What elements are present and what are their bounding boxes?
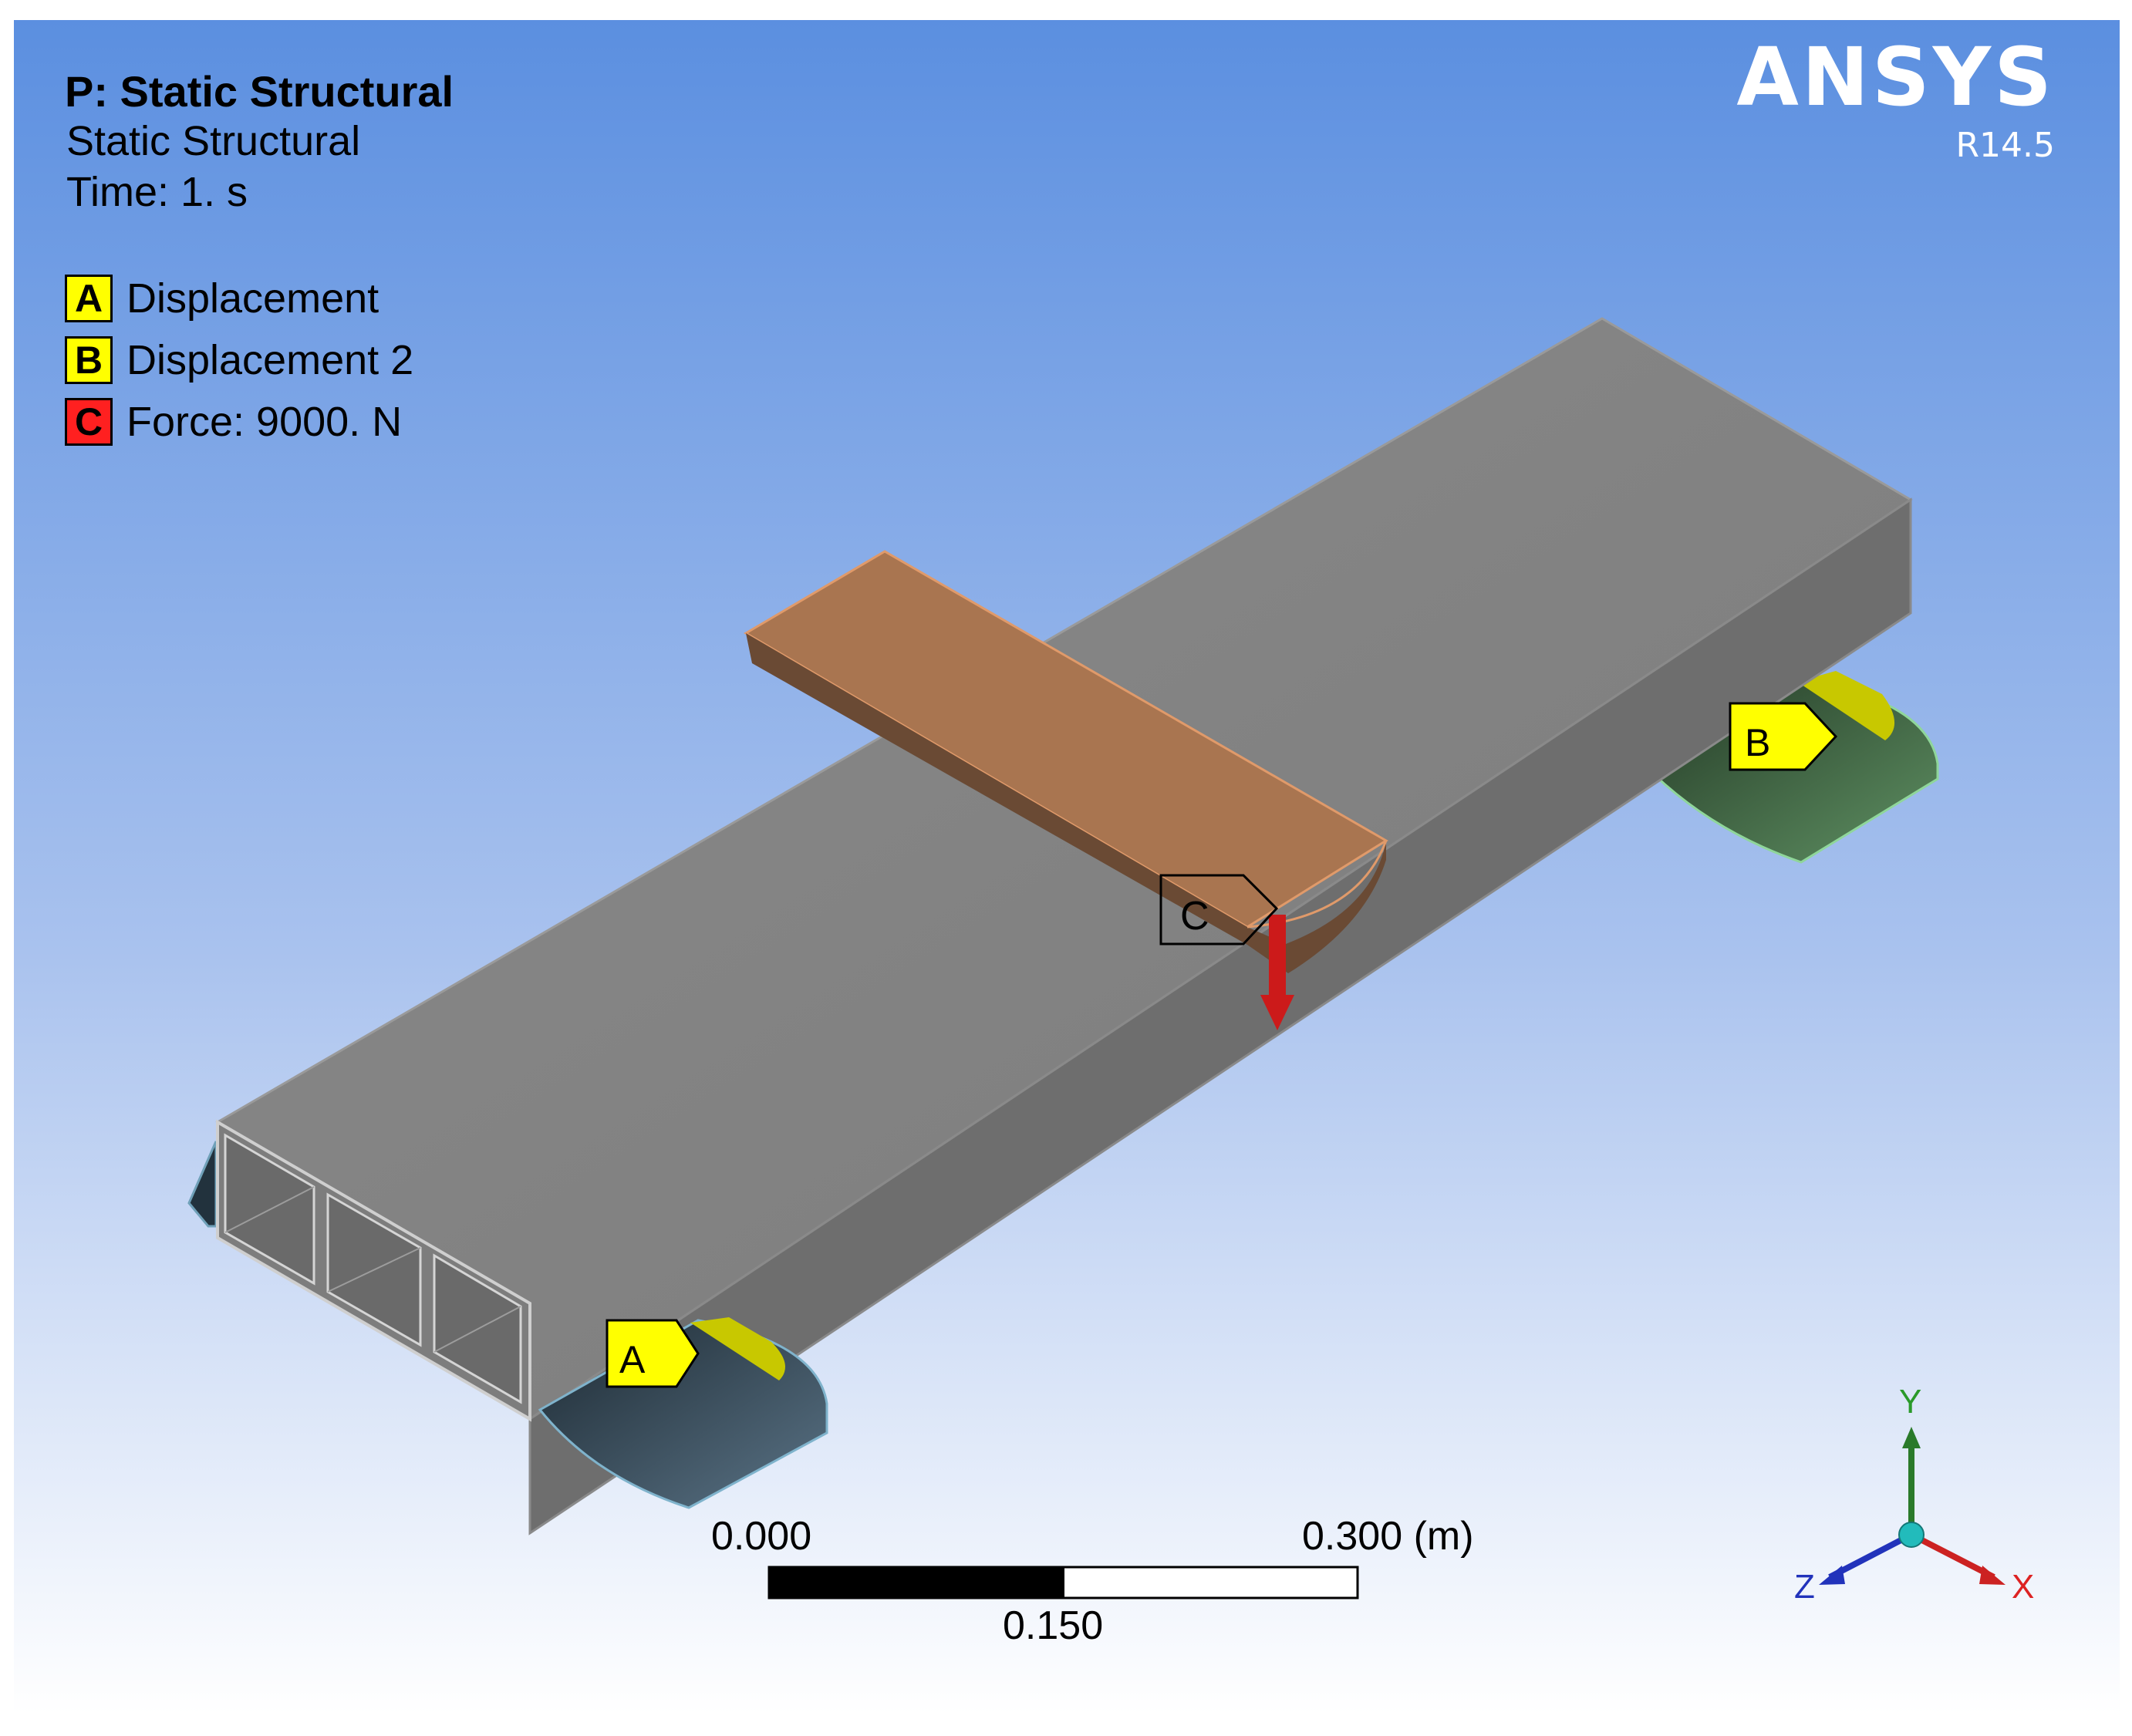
triad-z-label: Z: [1794, 1568, 1815, 1606]
brand-name: ANSYS: [1736, 30, 2055, 124]
scale-min-label: 0.000: [711, 1514, 812, 1559]
analysis-name: Static Structural: [66, 118, 361, 164]
coordinate-triad[interactable]: Y X Z: [1794, 1383, 2034, 1606]
hollow-beam: [215, 317, 1913, 1535]
legend-key-b: B: [65, 336, 113, 384]
legend-key-a: A: [65, 275, 113, 322]
scale-max-label: 0.300 (m): [1302, 1514, 1474, 1559]
legend-item-displacement-2[interactable]: B Displacement 2: [65, 333, 413, 387]
force-arrow: [1260, 915, 1294, 1030]
brand-version: R14.5: [1955, 126, 2055, 166]
tag-b[interactable]: B: [1729, 702, 1838, 771]
triad-y-label: Y: [1899, 1383, 1921, 1421]
legend-item-force[interactable]: C Force: 9000. N: [65, 395, 402, 449]
time-label: Time: 1. s: [66, 169, 248, 215]
tag-a[interactable]: A: [606, 1319, 700, 1388]
triad-x-label: X: [2012, 1568, 2034, 1606]
legend-label: Displacement: [127, 275, 380, 322]
support-a: [538, 1317, 828, 1509]
legend-key-c: C: [65, 398, 113, 446]
scale-mid-label: 0.150: [1003, 1603, 1104, 1648]
legend-label: Displacement 2: [127, 337, 414, 383]
legend-item-displacement[interactable]: A Displacement: [65, 271, 379, 325]
tag-c[interactable]: C: [1159, 874, 1279, 946]
legend-label: Force: 9000. N: [127, 399, 403, 445]
ansys-logo: ANSYS R14.5: [1736, 35, 2055, 165]
support-b: [1648, 671, 1939, 864]
scale-bar: [767, 1566, 1359, 1599]
model-title: P: Static Structural: [65, 67, 454, 116]
tag-b-label: B: [1745, 721, 1770, 764]
tag-c-label: C: [1180, 894, 1209, 939]
tag-a-label: A: [619, 1338, 646, 1381]
